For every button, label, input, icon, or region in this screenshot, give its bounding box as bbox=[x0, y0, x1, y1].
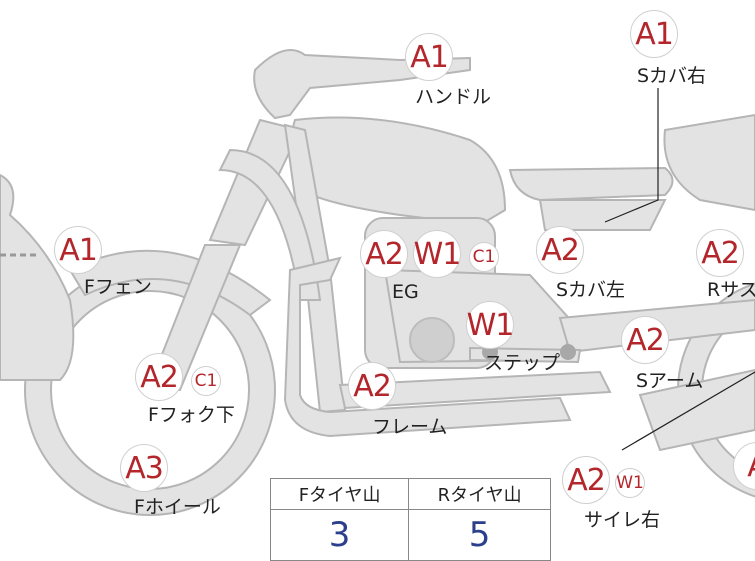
leader-muffler bbox=[621, 371, 755, 451]
badge-a2-muffler: A2 bbox=[562, 456, 610, 504]
badge-a1-handle: A1 bbox=[405, 33, 453, 81]
badge-a2-sarm: A2 bbox=[621, 316, 669, 364]
badge-c1-ffork: C1 bbox=[191, 366, 221, 396]
badge-a3-fwheel: A3 bbox=[120, 444, 168, 492]
badge-w1-step: W1 bbox=[466, 301, 514, 349]
fuel-tank bbox=[290, 116, 507, 227]
rear-cowl bbox=[663, 113, 755, 212]
label-eg: EG bbox=[392, 281, 419, 303]
frame-down bbox=[218, 148, 322, 301]
label-sarm: Sアーム bbox=[636, 370, 704, 392]
label-fwheel: Fホイール bbox=[134, 496, 221, 518]
badge-a1-scover-right: A1 bbox=[630, 10, 678, 58]
label-ffork: Fフォク下 bbox=[148, 404, 235, 426]
badge-a2-eg: A2 bbox=[360, 230, 408, 278]
badge-a2-frame: A2 bbox=[348, 362, 396, 410]
label-ffender: Fフェン bbox=[84, 276, 152, 298]
tire-value-front: 3 bbox=[269, 509, 410, 561]
tire-header-rear: Rタイヤ山 bbox=[408, 478, 551, 510]
step-peg-right bbox=[560, 344, 576, 360]
badge-w1-muffler: W1 bbox=[615, 468, 645, 498]
tire-header-front: Fタイヤ山 bbox=[269, 478, 410, 510]
badge-a1-ffender: A1 bbox=[54, 226, 102, 274]
front-fender-arc bbox=[68, 249, 272, 317]
exhaust-pipe-upper bbox=[283, 256, 572, 438]
seat bbox=[508, 166, 674, 202]
label-scover-left: Sカバ左 bbox=[556, 279, 626, 301]
tire-table-value-row: 3 5 bbox=[269, 509, 551, 561]
exhaust-pipe-lower bbox=[338, 370, 612, 410]
tire-value-rear: 5 bbox=[408, 509, 551, 561]
label-scover-right: Sカバ右 bbox=[637, 65, 707, 87]
engine-cover bbox=[409, 317, 455, 363]
front-fender bbox=[0, 173, 75, 381]
front-fork bbox=[146, 244, 242, 391]
badge-a2-scover-left: A2 bbox=[536, 226, 584, 274]
label-frame: フレーム bbox=[372, 416, 448, 438]
badge-w1-eg: W1 bbox=[413, 230, 461, 278]
badge-c1-eg: C1 bbox=[469, 242, 499, 272]
badge-a2-rsus: A2 bbox=[696, 229, 744, 277]
side-cover bbox=[538, 199, 667, 231]
label-step: ステップ bbox=[484, 352, 561, 374]
tire-table-header-row: Fタイヤ山 Rタイヤ山 bbox=[269, 478, 551, 510]
leader-scover-right bbox=[604, 88, 659, 223]
label-handle: ハンドル bbox=[415, 86, 492, 108]
tire-tread-table: Fタイヤ山 Rタイヤ山 3 5 bbox=[269, 478, 551, 561]
label-rsus: Rサス bbox=[707, 279, 755, 301]
label-muffler-right: サイレ右 bbox=[584, 509, 661, 531]
badge-a2-ffork: A2 bbox=[135, 353, 183, 401]
